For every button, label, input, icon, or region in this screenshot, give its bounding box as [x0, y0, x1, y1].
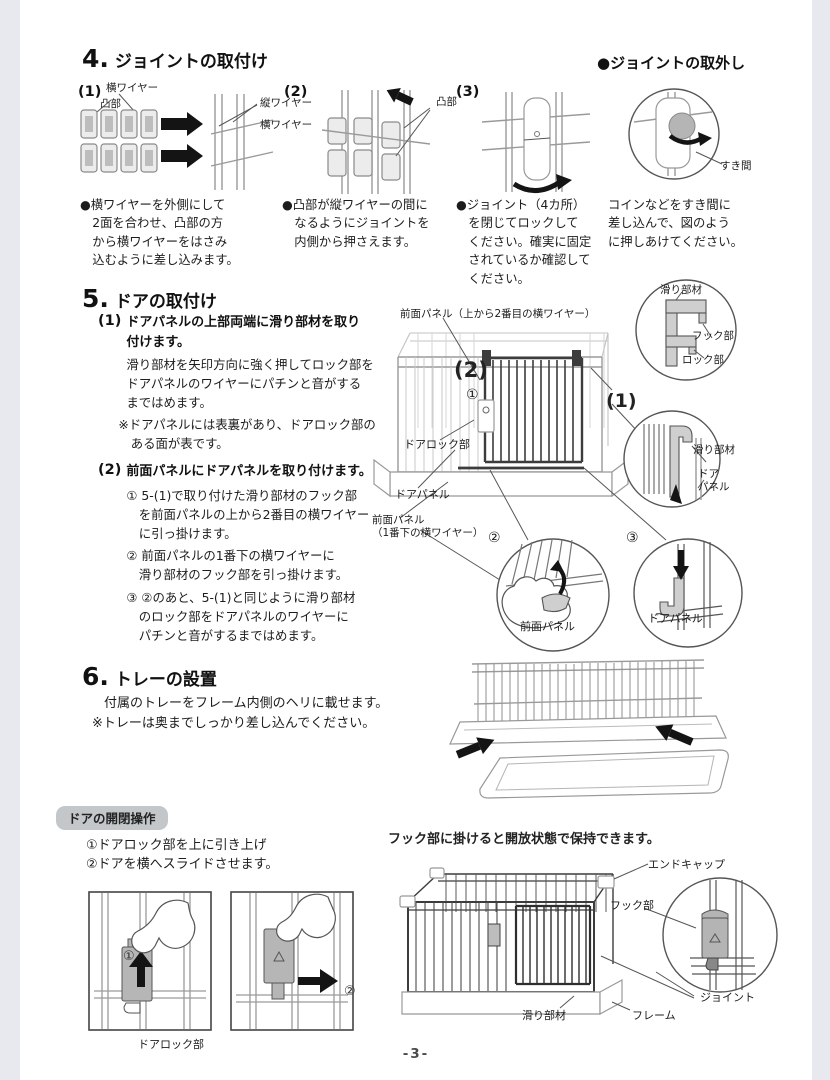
label-front-panel-bottom: 前面パネル （1番下の横ワイヤー） [372, 514, 484, 540]
joint-removal-title: ●ジョイントの取外し [597, 54, 746, 72]
section4-number: 4. [82, 44, 109, 73]
door-install-diagram [373, 279, 743, 652]
section5-step2: (2) 前面パネルにドアパネルを取り付けます。 ① 5-(1)で取り付けた滑り部… [98, 462, 418, 645]
label-lock-part: ロック部 [682, 354, 724, 366]
label-joint: ジョイント [700, 991, 755, 1004]
step1-mark: (1) [78, 84, 102, 100]
label-frame: フレーム [632, 1009, 676, 1022]
s6-line2: ※トレーは奥までしっかり差し込んでください。 [92, 716, 376, 731]
s5-step2-item3: ③ ②のあと、5-(1)と同じように滑り部材 のロック部をドアパネルのワイヤーに… [126, 589, 356, 644]
s5-step1-mark: (1) [98, 313, 122, 329]
label-door-panel-c4: ドアパネル [648, 612, 703, 625]
door-hold-open-diagram [399, 863, 778, 1016]
section6-title: トレーの設置 [114, 670, 217, 690]
label-front-panel-top: 前面パネル（上から2番目の横ワイヤー） [400, 308, 596, 320]
door-op-line2: ②ドアを横へスライドさせます。 [86, 857, 279, 872]
label-door-lock: ドアロック部 [404, 438, 470, 451]
joint-insert-diagram [80, 93, 274, 190]
label-hook: フック部 [610, 899, 654, 912]
section5-heading: 5. ドアの取付け [82, 284, 217, 313]
section6-number: 6. [82, 662, 109, 691]
mark-circ3: ③ [626, 530, 639, 546]
joint-lock-diagram [481, 92, 591, 193]
step1-note: ●横ワイヤーを外側にして 2面を合わせ、凸部の方 から横ワイヤーをはさみ 込むよ… [80, 198, 239, 268]
tray-diagram [449, 659, 729, 799]
section5-step1: (1) ドアパネルの上部両端に滑り部材を取り 付けます。 滑り部材を矢印方向に強… [98, 313, 408, 453]
label-totsu-2: 凸部 [436, 96, 457, 108]
door-op-mark2: ② [344, 984, 356, 999]
label-door-lock-bottom: ドアロック部 [138, 1038, 204, 1051]
section4-title: ジョイントの取付け [114, 52, 268, 72]
section6-heading: 6. トレーの設置 [82, 662, 217, 691]
section5-title: ドアの取付け [114, 292, 217, 312]
step3-mark: (3) [456, 84, 480, 100]
door-op-mark1: ① [123, 949, 135, 964]
s5-step2-mark: (2) [98, 462, 122, 478]
s5-step2-item2: ② 前面パネルの1番下の横ワイヤーに 滑り部材のフック部を引っ掛けます。 [126, 548, 349, 583]
page-paper: 4. ジョイントの取付け ●ジョイントの取外し (1) 横ワイヤー 凸部 縦ワイ… [20, 0, 812, 1080]
label-door-panel-c2: ドア パネル [698, 468, 730, 494]
label-yoko-wire-2: 横ワイヤー [260, 119, 313, 131]
label-slide: 滑り部材 [522, 1009, 566, 1022]
joint-press-diagram [321, 88, 431, 194]
mark-2: (2) [454, 358, 488, 382]
removal-note: コインなどをすき間に 差し込んで、図のよう に押しあけてください。 [608, 198, 743, 249]
section4-heading: 4. ジョイントの取付け [82, 44, 268, 73]
section5-number: 5. [82, 284, 109, 313]
label-end-cap: エンドキャップ [648, 858, 725, 871]
mark-circ2: ② [488, 530, 501, 546]
s6-line1: 付属のトレーをフレーム内側のヘリに載せます。 [104, 696, 389, 711]
page-number: -3- [402, 1046, 430, 1062]
label-totsu-1: 凸部 [100, 98, 121, 110]
label-door-panel: ドアパネル [395, 488, 450, 501]
door-op-line1: ①ドアロック部を上に引き上げ [86, 838, 267, 853]
label-tate-wire: 縦ワイヤー [260, 97, 313, 109]
label-hook-part: フック部 [692, 330, 734, 342]
s5-step1-note: ※ドアパネルには表裏があり、ドアロック部の ある面が表です。 [118, 416, 376, 451]
s5-step2-item1: ① 5-(1)で取り付けた滑り部材のフック部 を前面パネルの上から2番目の横ワイ… [126, 487, 370, 541]
door-op-caption: フック部に掛けると開放状態で保持できます。 [388, 832, 660, 847]
door-op-badge: ドアの開閉操作 [56, 806, 168, 830]
s5-step1-body: 滑り部材を矢印方向に強く押してロック部を ドアパネルのワイヤーにパチンと音がする… [126, 357, 374, 411]
s5-step1-head: ドアパネルの上部両端に滑り部材を取り 付けます。 [126, 315, 361, 350]
step3-note: ●ジョイント（4カ所） を閉じてロックして ください。確実に固定 されているか確… [456, 198, 592, 286]
mark-2-circ1: ① [466, 387, 479, 403]
label-yoko-wire-1: 横ワイヤー [106, 82, 159, 94]
label-sukima: すき間 [720, 160, 752, 172]
step2-mark: (2) [284, 84, 308, 100]
s5-step2-head: 前面パネルにドアパネルを取り付けます。 [126, 464, 372, 479]
door-lock-lift-diagram [88, 891, 212, 1031]
label-slide-part-c2: 滑り部材 [693, 444, 735, 456]
step2-note: ●凸部が縦ワイヤーの間に なるようにジョイントを 内側から押さえます。 [282, 198, 430, 249]
label-front-panel-c3: 前面パネル [520, 620, 575, 633]
label-slide-part-c1: 滑り部材 [660, 284, 702, 296]
mark-1: (1) [606, 390, 637, 412]
joint-removal-diagram [628, 88, 723, 180]
door-slide-diagram [230, 891, 354, 1031]
